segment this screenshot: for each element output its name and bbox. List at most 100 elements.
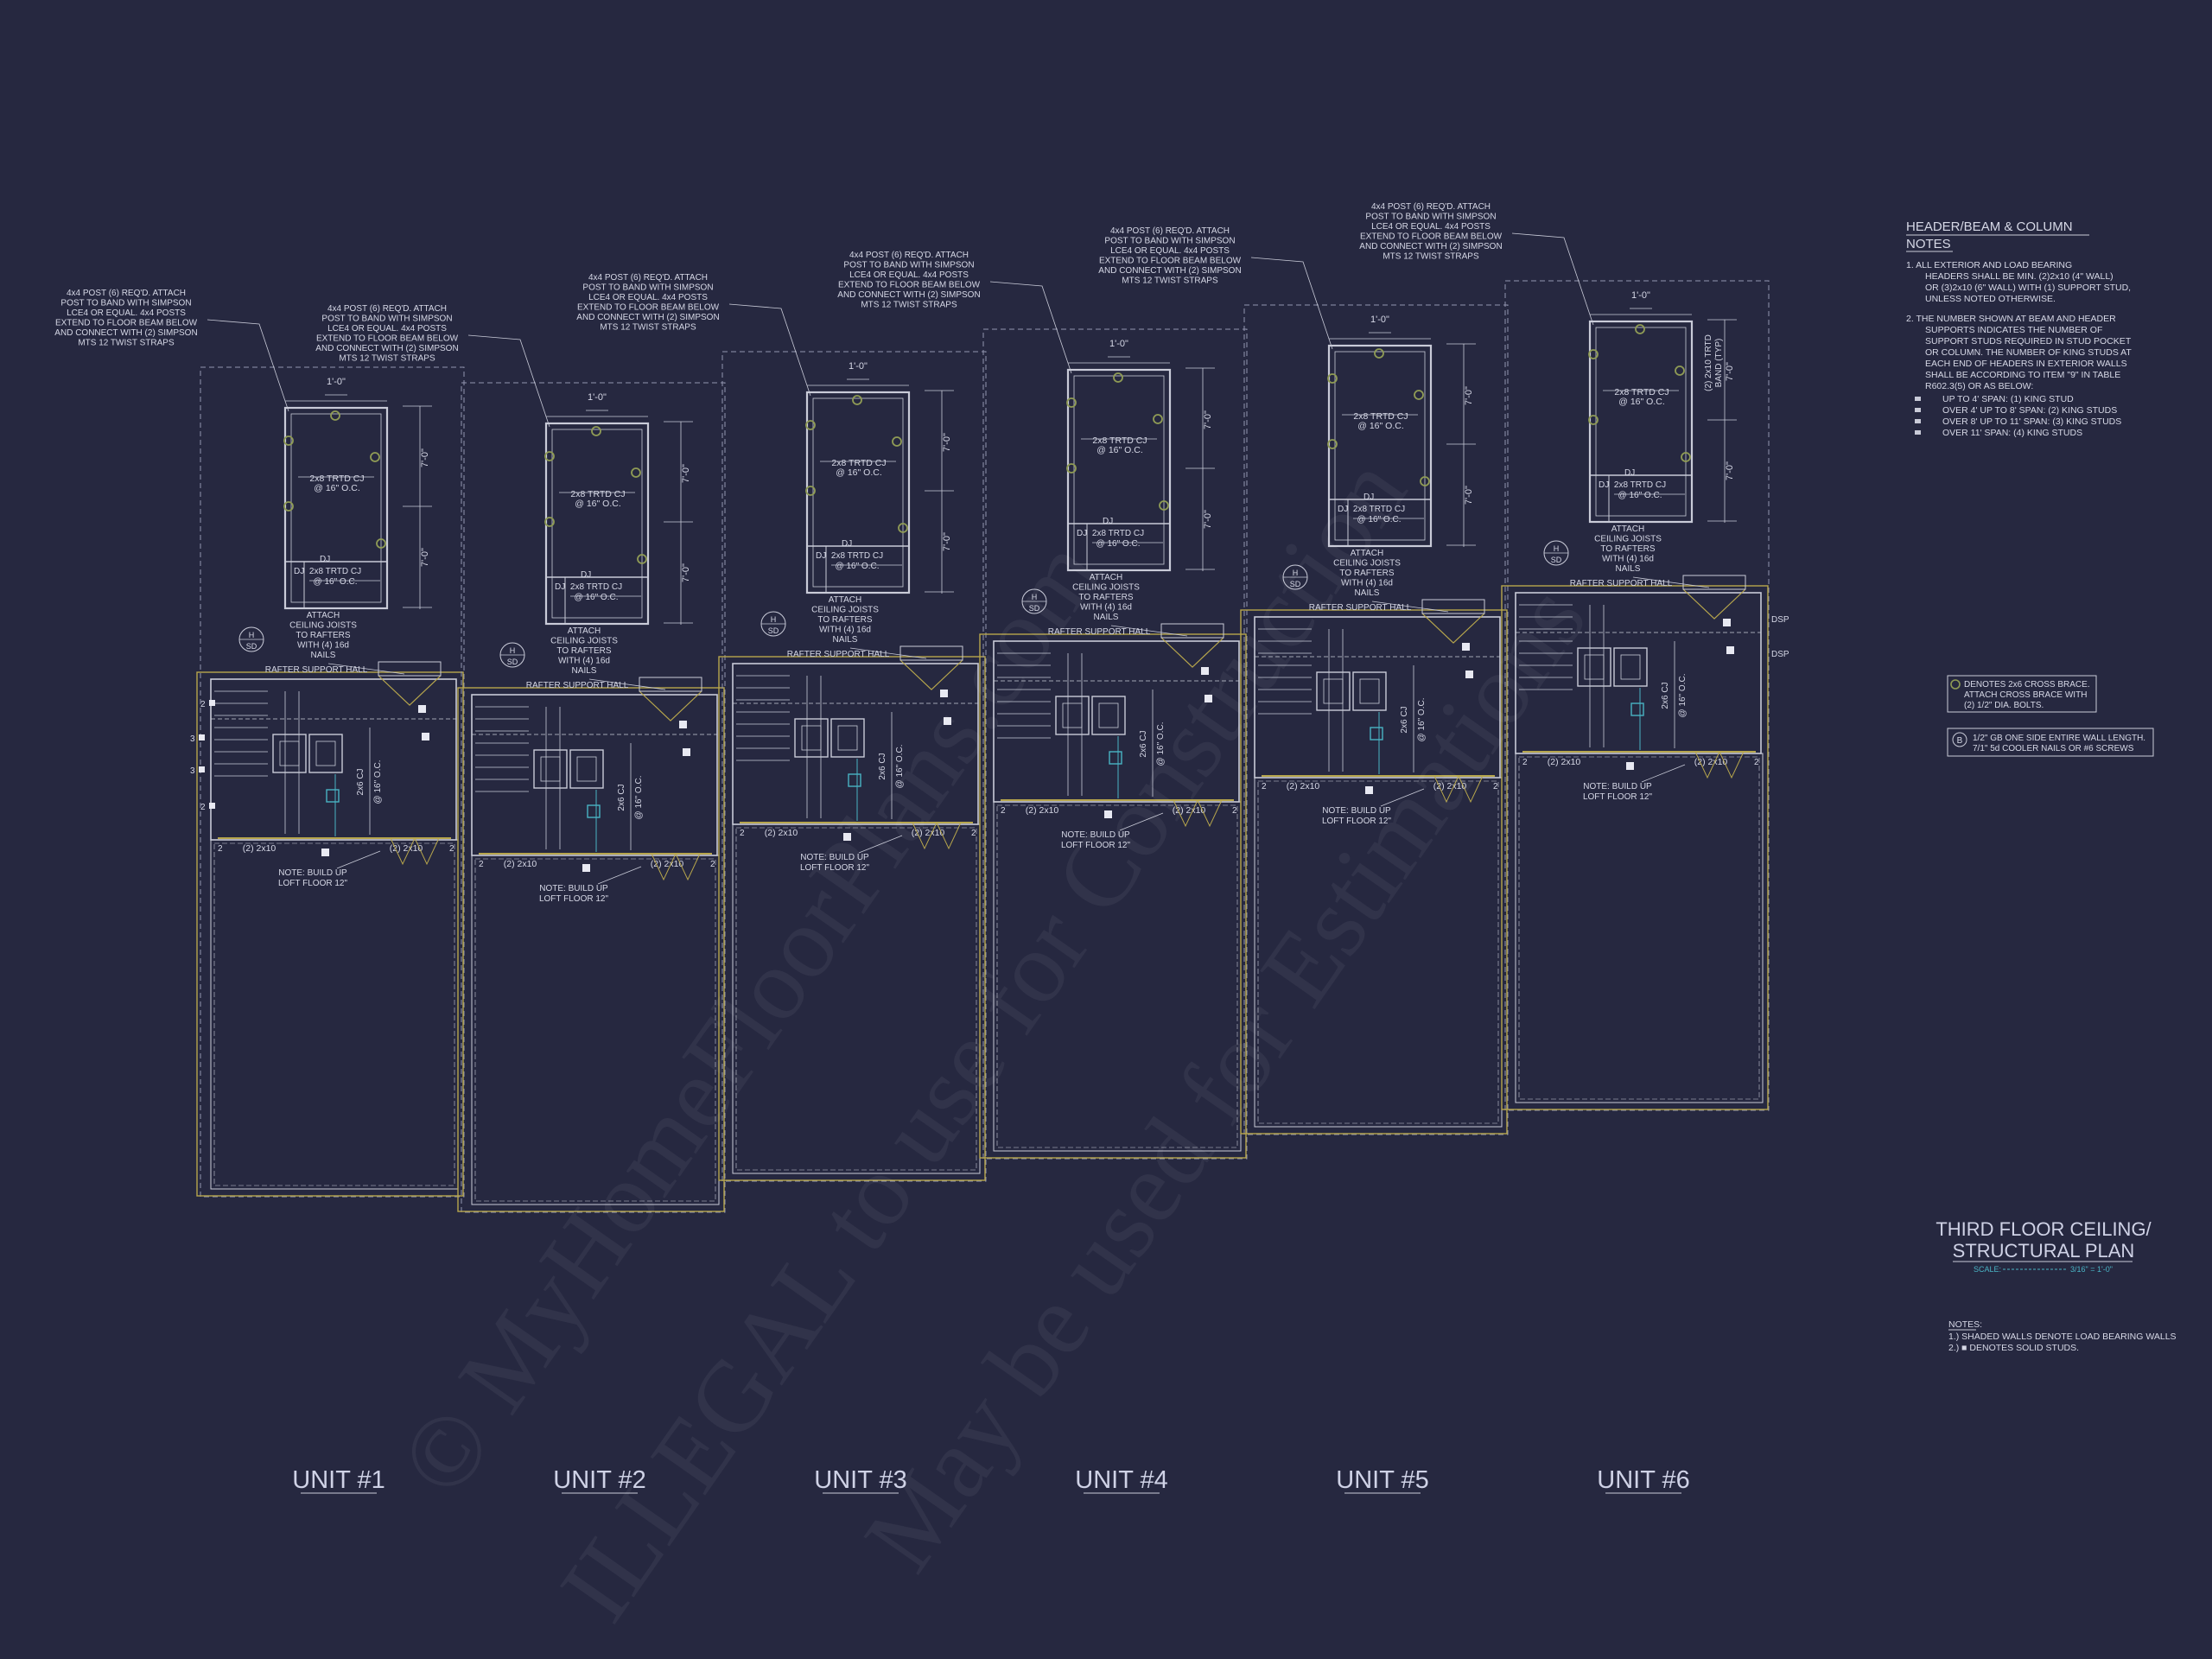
dj-label: DJ xyxy=(555,582,565,592)
post-callout-line: MTS 12 TWIST STRAPS xyxy=(78,339,175,348)
unit-plan-1: 1'-0"7'-0"7'-0"2x8 TRTD CJ@ 16" O.C.2x8 … xyxy=(54,289,465,1198)
ceiling-joist-label: 2x6 CJ xyxy=(617,784,626,810)
dj-label: DJ xyxy=(1338,505,1348,514)
stud-count-left: 2 xyxy=(218,844,223,854)
lower-floor-outline xyxy=(718,656,986,1181)
post-callout-line: EXTEND TO FLOOR BEAM BELOW xyxy=(1360,232,1503,242)
build-up-note-line1: NOTE: BUILD UP xyxy=(800,853,869,862)
loft-room xyxy=(993,640,1240,803)
ceiling-callout-line: CEILING JOISTS xyxy=(811,606,879,615)
unit-outline xyxy=(461,382,726,1213)
post-callout-line: POST TO BAND WITH SIMPSON xyxy=(1104,237,1235,246)
ceiling-joist-spacing: @ 16" O.C. xyxy=(373,760,383,804)
callout-leader xyxy=(989,281,1072,374)
stud-count-left: 2 xyxy=(1001,806,1006,816)
note1-line4: UNLESS NOTED OTHERWISE. xyxy=(1925,294,2056,304)
wall-tag-symbol-icon xyxy=(1952,732,1967,747)
post-callout-line: EXTEND TO FLOOR BEAM BELOW xyxy=(55,319,198,328)
unit-outline xyxy=(1243,304,1509,1135)
stud-count: 2 xyxy=(200,803,206,812)
section-tag-code: SD xyxy=(1290,580,1301,588)
cross-brace-icon xyxy=(631,467,641,478)
solid-stud-icon xyxy=(199,766,205,772)
loft-area xyxy=(1515,753,1764,1103)
post-callout-line: POST TO BAND WITH SIMPSON xyxy=(1365,213,1496,222)
loft-room xyxy=(1515,592,1762,754)
solid-stud-icon xyxy=(683,748,690,756)
lower-floor-outline xyxy=(1240,609,1508,1135)
ceiling-callout-line: ATTACH xyxy=(307,611,340,620)
stud-count-right: 2 xyxy=(1232,806,1237,816)
dimension-top: 1'-0" xyxy=(849,361,868,372)
chase-box xyxy=(794,718,829,758)
cross-brace-icon xyxy=(805,486,816,496)
callout-leader xyxy=(467,334,550,428)
solid-stud-icon xyxy=(1626,762,1634,770)
unit-label-1: UNIT #1 xyxy=(292,1466,385,1494)
cross-brace-icon xyxy=(1066,397,1077,408)
joist-spacing-lower: @ 16" O.C. xyxy=(1618,491,1662,500)
stud-count: 2 xyxy=(200,700,206,709)
post-callout-line: MTS 12 TWIST STRAPS xyxy=(1122,276,1218,286)
cross-brace-icon xyxy=(1635,324,1645,334)
dj-label-top: DJ xyxy=(1624,468,1635,478)
ceiling-callout-line: WITH (4) 16d xyxy=(1080,603,1132,613)
ceiling-callout-line: WITH (4) 16d xyxy=(1341,579,1393,588)
stud-count-left: 2 xyxy=(1262,782,1267,791)
rafter-support-wall-label: RAFTER SUPPORT HALL xyxy=(787,650,890,659)
solid-stud-icon xyxy=(418,705,426,713)
ceiling-callout-line: NAILS xyxy=(1355,588,1380,598)
cross-brace-icon xyxy=(1327,373,1338,384)
loft-area xyxy=(210,839,459,1190)
dimension-top: 1'-0" xyxy=(1631,290,1650,301)
build-up-note-line2: LOFT FLOOR 12" xyxy=(1583,792,1653,802)
joist-label-lower: 2x8 TRTD CJ xyxy=(1353,505,1405,514)
ceiling-joist-label: 2x6 CJ xyxy=(1139,730,1148,757)
ceiling-callout-line: WITH (4) 16d xyxy=(297,641,349,651)
build-up-note-line1: NOTE: BUILD UP xyxy=(539,884,608,893)
chase-box xyxy=(1613,647,1648,687)
ceiling-callout-line: WITH (4) 16d xyxy=(819,626,871,635)
unit-plan-6: 1'-0"7'-0"7'-0"2x8 TRTD CJ@ 16" O.C.2x8 … xyxy=(1359,202,1789,1111)
post-callout-line: LCE4 OR EQUAL. 4x4 POSTS xyxy=(849,270,969,280)
dimension-top: 1'-0" xyxy=(1109,339,1128,349)
dj-label: DJ xyxy=(1599,480,1609,490)
door-swing-icon xyxy=(1173,798,1223,828)
span-line4: OVER 11' SPAN: (4) KING STUDS xyxy=(1942,428,2082,438)
post-callout-line: LCE4 OR EQUAL. 4x4 POSTS xyxy=(1371,222,1491,232)
chase-box xyxy=(1091,696,1126,735)
solid-stud-icon xyxy=(1723,619,1731,626)
dj-label: DJ xyxy=(816,551,826,561)
joist-spacing: @ 16" O.C. xyxy=(1096,445,1142,455)
door-swing-icon xyxy=(912,821,962,850)
cross-brace-icon xyxy=(852,395,862,405)
ceiling-callout-line: CEILING JOISTS xyxy=(289,621,357,631)
chase-box xyxy=(1577,647,1611,687)
scale-value: 3/16" = 1'-0" xyxy=(2070,1265,2113,1274)
section-tag-code: SD xyxy=(768,626,779,635)
stud-count-right: 2 xyxy=(710,860,715,869)
joist-spacing-lower: @ 16" O.C. xyxy=(314,577,358,587)
unit-outline xyxy=(721,351,987,1182)
cross-brace-icon xyxy=(370,452,380,462)
dj-label: DJ xyxy=(294,567,304,576)
door-swing-icon xyxy=(1694,750,1745,779)
build-up-note-line2: LOFT FLOOR 12" xyxy=(1322,817,1392,826)
ceiling-callout-line: CEILING JOISTS xyxy=(1072,583,1140,593)
span-line2: OVER 4' UP TO 8' SPAN: (2) KING STUDS xyxy=(1942,405,2117,416)
legend-wall-tag: B xyxy=(1957,736,1963,746)
ceiling-callout-line: TO RAFTERS xyxy=(1339,569,1394,578)
joist-label: 2x8 TRTD CJ xyxy=(1092,435,1147,446)
ceiling-joist-spacing: @ 16" O.C. xyxy=(634,776,644,820)
dimension-top: 1'-0" xyxy=(1370,315,1389,325)
note2-line2: SUPPORTS INDICATES THE NUMBER OF xyxy=(1925,325,2102,335)
ceiling-callout-line: ATTACH xyxy=(1090,573,1123,582)
dimension-side-upper: 7'-0" xyxy=(942,433,952,452)
bottom-note-1: 1.) SHADED WALLS DENOTE LOAD BEARING WAL… xyxy=(1948,1332,2177,1342)
note1-line2: HEADERS SHALL BE MIN. (2)2x10 (4" WALL) xyxy=(1925,271,2113,282)
cross-brace-icon xyxy=(1327,439,1338,449)
stud-count: 3 xyxy=(190,734,195,744)
stud-count-left: 2 xyxy=(740,829,745,838)
rafter-support-wall-label: RAFTER SUPPORT HALL xyxy=(1309,603,1412,613)
joist-label: 2x8 TRTD CJ xyxy=(831,458,886,468)
